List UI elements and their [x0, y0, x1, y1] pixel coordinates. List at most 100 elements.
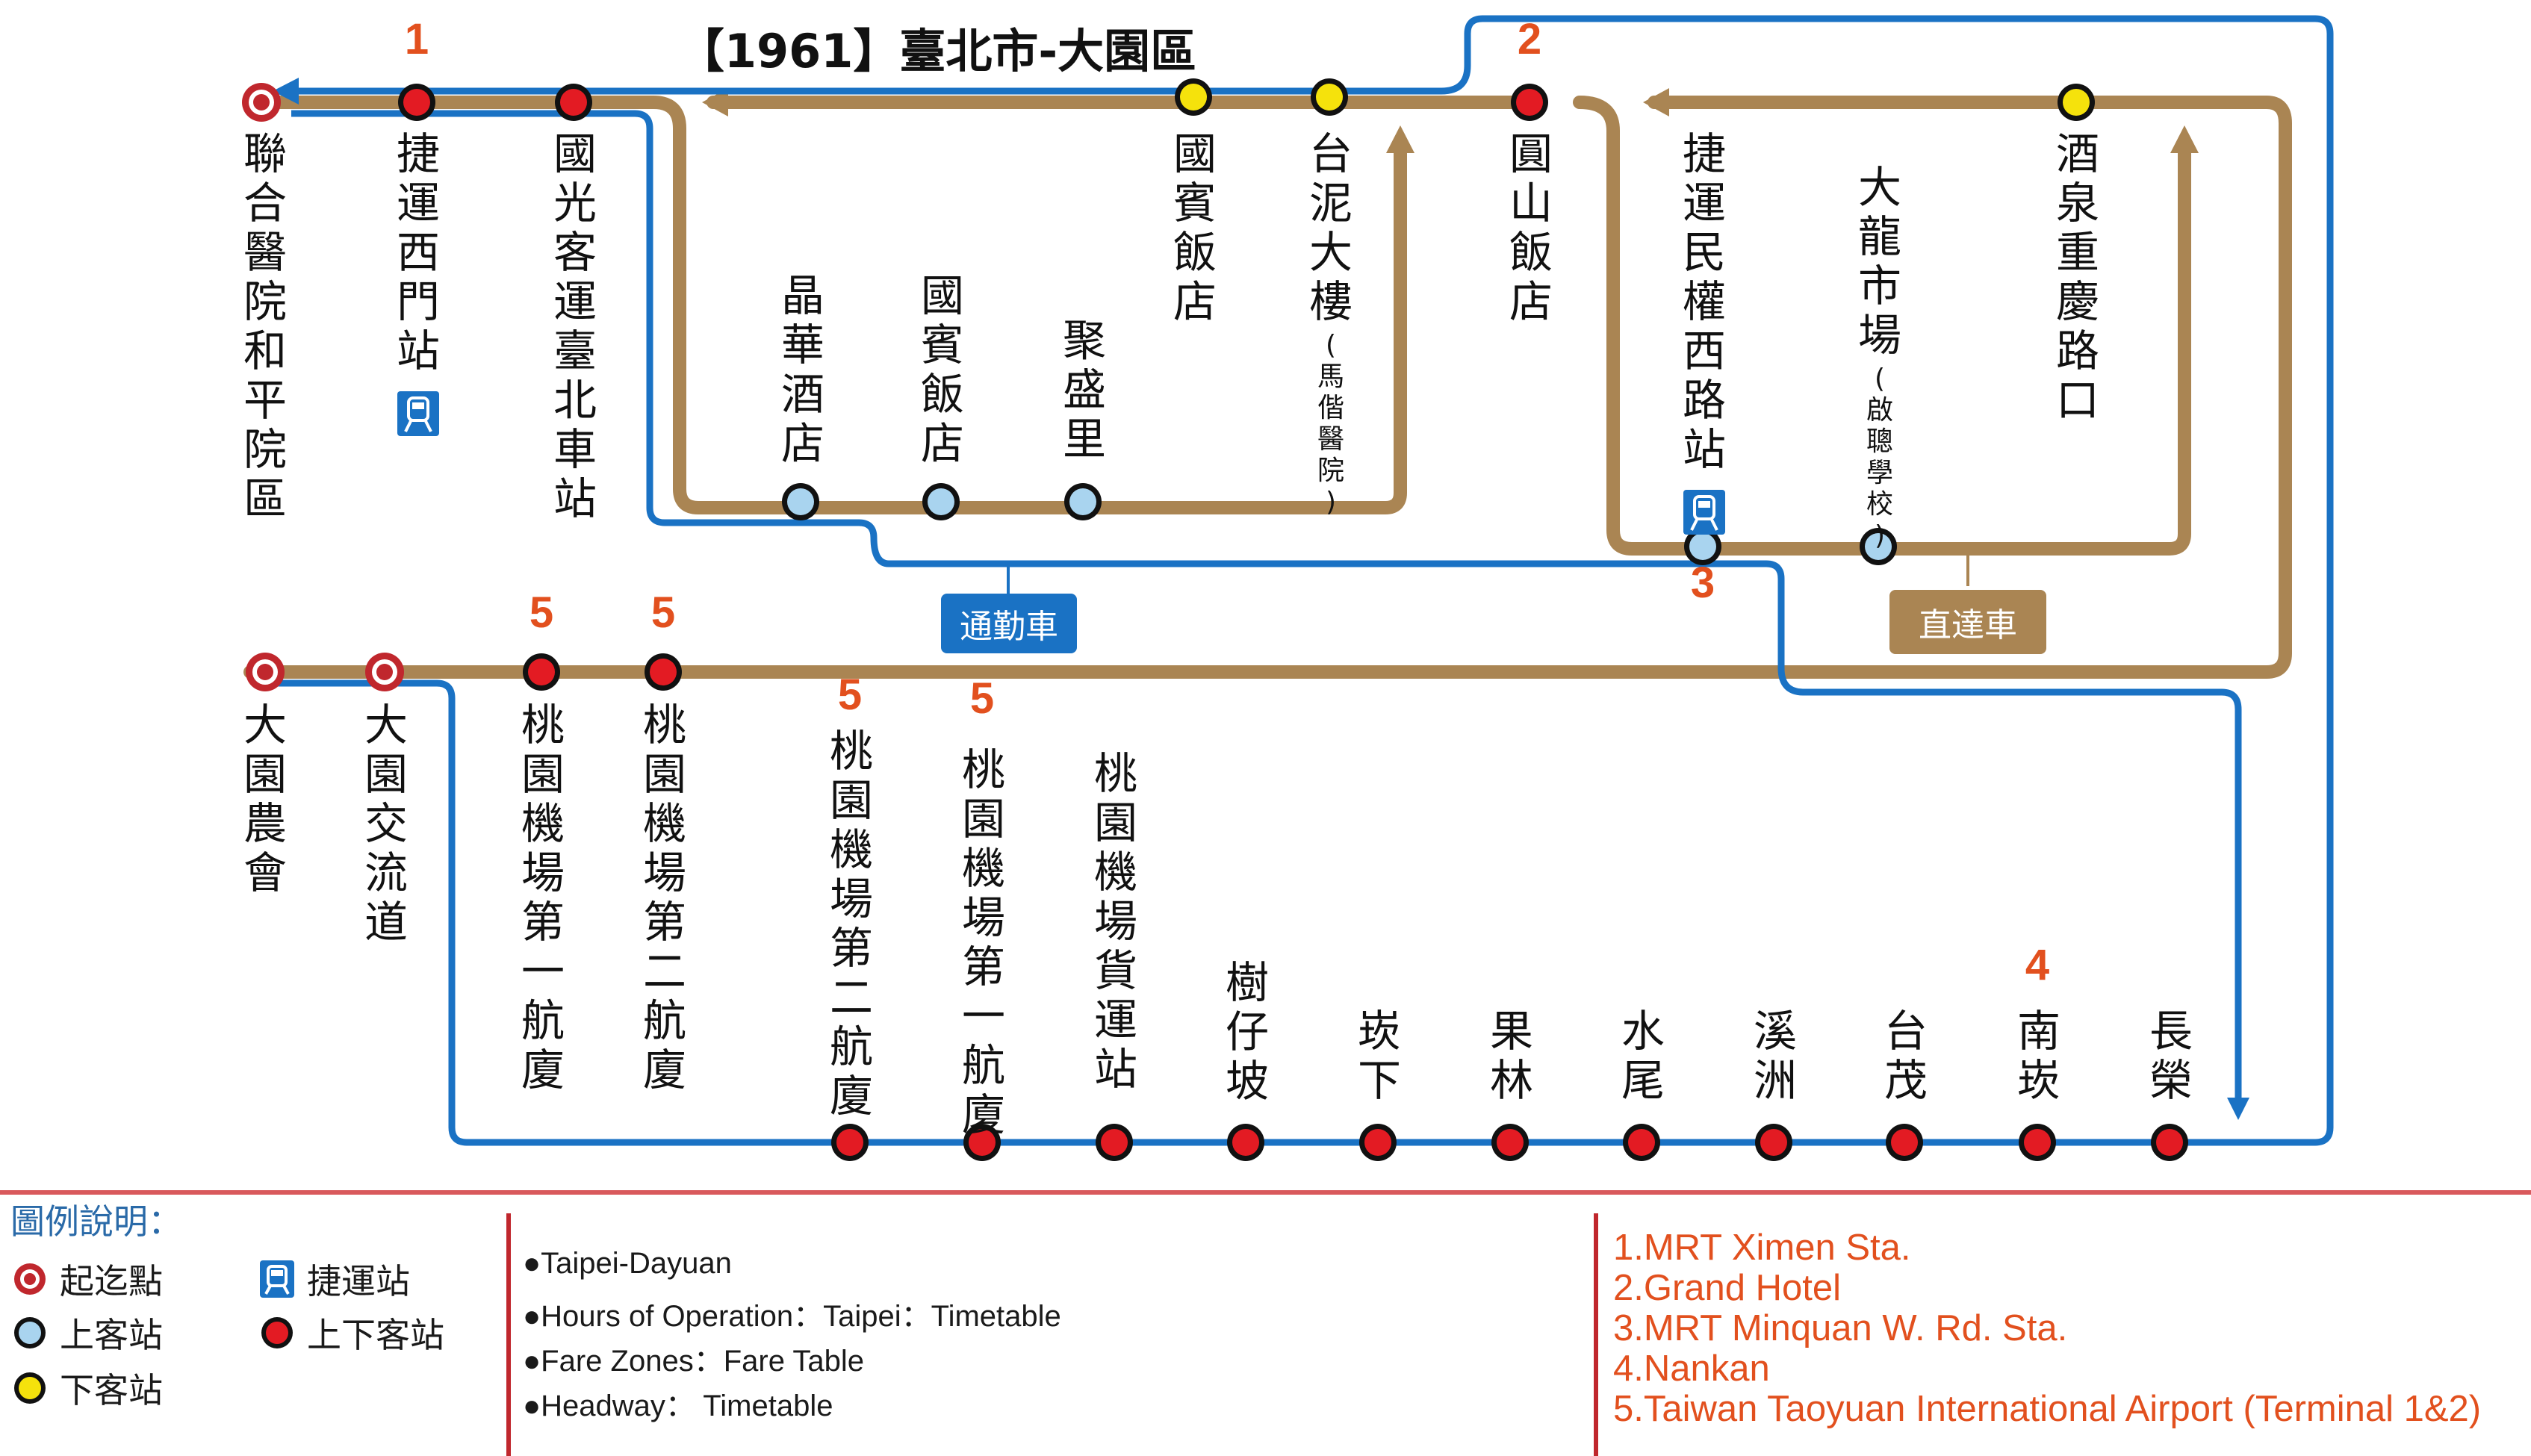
stop-marker: [555, 84, 592, 121]
both-stop-icon: [261, 1317, 293, 1348]
stop-marker: [1227, 1124, 1264, 1161]
stop-marker: [2151, 1124, 2188, 1161]
legend-both: 上下客站: [258, 1308, 444, 1357]
note-5: 5.Taiwan Taoyuan International Airport (…: [1613, 1389, 2482, 1429]
stop-marker: [922, 483, 960, 520]
stop-marker: [1886, 1124, 1923, 1161]
terminal-icon: [14, 1263, 46, 1295]
stop-sublabel: (啟聰學校): [1866, 364, 1893, 551]
stop-marker: [1359, 1124, 1397, 1161]
commuter-badge: 通勤車: [941, 594, 1077, 653]
stop-marker: [2019, 1124, 2056, 1161]
note-marker: 5: [530, 588, 553, 637]
stop-marker: [1511, 84, 1548, 121]
stop-label: 樹仔坡: [1226, 957, 1269, 1107]
stop-label: 溪洲: [1754, 1006, 1797, 1106]
note-4: 4.Nankan: [1613, 1348, 1770, 1389]
mrt-icon: [1683, 490, 1725, 535]
stop-sublabel: (馬偕醫院): [1317, 330, 1344, 517]
stop-marker: [365, 653, 404, 691]
stop-marker: [1096, 1124, 1133, 1161]
stop-label: 長榮: [2149, 1006, 2193, 1106]
info-fare: ●Fare Zones：Fare Table: [523, 1345, 864, 1378]
info-divider: [506, 1213, 511, 1456]
express-badge: 直達車: [1889, 590, 2046, 654]
stop-label: 南崁: [2017, 1006, 2060, 1106]
brown-route: [243, 96, 2292, 679]
note-marker: 5: [651, 588, 675, 637]
legend-board: 上客站: [10, 1308, 163, 1357]
note-marker: 5: [838, 671, 862, 719]
stop-marker: [1175, 78, 1212, 116]
stop-label: 圓山飯店: [1509, 128, 1553, 327]
stop-marker: [1755, 1124, 1792, 1161]
stop-label: 國賓飯店: [921, 270, 964, 469]
legend-both-label: 上下客站: [307, 1315, 444, 1355]
stop-label: 崁下: [1358, 1006, 1401, 1106]
note-1: 1.MRT Ximen Sta.: [1613, 1228, 1911, 1268]
stop-marker: [645, 653, 682, 691]
stop-marker: [2058, 84, 2095, 121]
stop-label: 大園交流道: [364, 700, 408, 948]
stop-marker: [523, 653, 560, 691]
stop-label: 水尾: [1621, 1006, 1665, 1106]
stop-label: 捷運民權西路站: [1683, 128, 1726, 475]
stop-label: 大龍市場: [1858, 162, 1901, 361]
stop-marker: [246, 653, 285, 691]
legend-alight-label: 下客站: [60, 1370, 163, 1410]
stop-marker: [1860, 528, 1897, 565]
stop-label: 捷運西門站: [397, 128, 440, 376]
stop-label: 桃園機場貨運站: [1094, 748, 1137, 1095]
stop-marker: [1491, 1124, 1529, 1161]
stop-marker: [1684, 528, 1721, 565]
info-hours: ●Hours of Operation：Taipei：Timetable: [523, 1300, 1061, 1333]
stop-label: 桃園機場第一航廈: [521, 700, 565, 1095]
stop-label: 聚盛里: [1063, 315, 1106, 464]
stop-label: 聯合醫院和平院區: [243, 128, 287, 524]
blue-arrows: [273, 78, 2249, 1120]
stop-marker: [398, 84, 435, 121]
divider: [0, 1190, 2531, 1195]
stop-label: 大園農會: [243, 700, 287, 898]
board-stop-icon: [14, 1317, 46, 1348]
stop-marker: [963, 1124, 1001, 1161]
stop-label: 果林: [1490, 1006, 1533, 1106]
stop-label: 桃園機場第二航廈: [830, 726, 873, 1121]
legend-terminal: 起迄點: [10, 1254, 163, 1304]
blue-route: [265, 15, 2334, 1146]
note-marker: 4: [2025, 941, 2049, 989]
stop-label: 晶華酒店: [781, 270, 824, 469]
stop-marker: [1064, 483, 1102, 520]
mrt-icon: [260, 1260, 294, 1298]
note-marker: 2: [1518, 15, 1541, 63]
stop-label: 桃園機場第一航廈: [962, 744, 1005, 1140]
stop-marker: [242, 83, 281, 122]
stop-label: 台茂: [1884, 1006, 1928, 1106]
stop-marker: [1311, 78, 1348, 116]
note-3: 3.MRT Minquan W. Rd. Sta.: [1613, 1308, 2068, 1348]
note-marker: 5: [970, 674, 994, 723]
stop-marker: [1623, 1124, 1660, 1161]
stop-label: 桃園機場第二航廈: [643, 700, 686, 1095]
note-marker: 3: [1691, 559, 1715, 607]
legend-mrt-label: 捷運站: [307, 1261, 410, 1301]
stop-label: 國賓飯店: [1173, 128, 1217, 327]
route-title: 【1961】臺北市-大園區: [678, 24, 1196, 78]
legend-board-label: 上客站: [60, 1315, 163, 1355]
stop-label: 酒泉重慶路口: [2056, 128, 2099, 426]
stop-label: 台泥大樓: [1309, 128, 1353, 327]
legend-terminal-label: 起迄點: [60, 1261, 163, 1301]
info-headway: ●Headway： Timetable: [523, 1390, 833, 1422]
legend-title: 圖例說明：: [10, 1201, 182, 1242]
info-route: ●Taipei-Dayuan: [523, 1247, 732, 1280]
note-marker: 1: [405, 15, 429, 63]
notes-divider: [1594, 1213, 1598, 1456]
brown-arrows: [702, 88, 2199, 153]
stop-marker: [831, 1124, 869, 1161]
legend-mrt: 捷運站: [258, 1254, 410, 1304]
legend-alight: 下客站: [10, 1363, 163, 1413]
stop-label: 國光客運臺北車站: [553, 128, 597, 524]
mrt-icon: [397, 391, 439, 436]
note-2: 2.Grand Hotel: [1613, 1268, 1842, 1308]
